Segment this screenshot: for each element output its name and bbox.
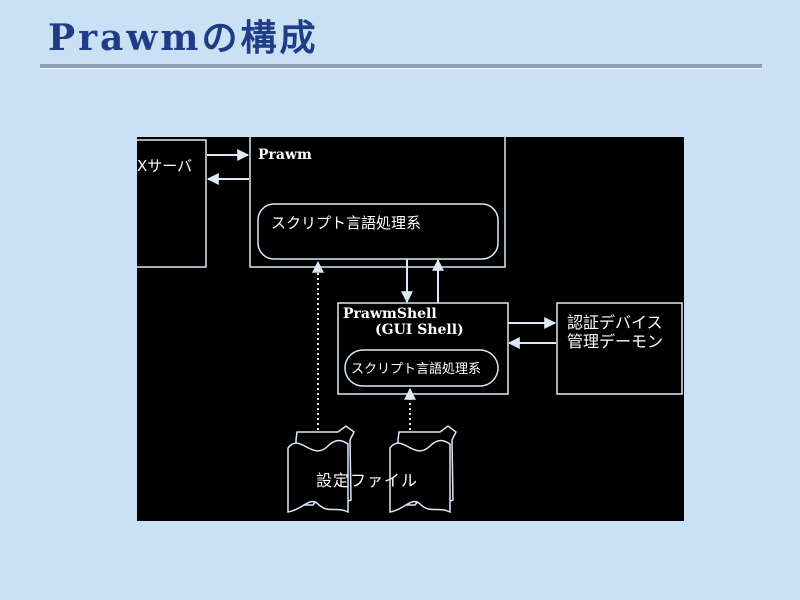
auth-daemon-label-line2: 管理デーモン xyxy=(567,332,663,351)
slide-title: Prawmの構成 xyxy=(48,17,319,59)
prawmshell-box: PrawmShell (GUI Shell) スクリプト言語処理系 xyxy=(337,302,509,395)
shell-sub-label: (GUI Shell) xyxy=(375,322,464,338)
prawm-label: Prawm xyxy=(258,147,312,163)
shell-script-label: スクリプト言語処理系 xyxy=(351,361,481,377)
config-file-icon xyxy=(389,425,457,514)
prawm-script-label: スクリプト言語処理系 xyxy=(271,214,421,232)
auth-daemon-label-line1: 認証デバイス xyxy=(567,313,663,332)
x-server-label: Xサーバ xyxy=(137,157,192,175)
prawm-script-processor xyxy=(257,203,499,260)
x-server-box: Xサーバ xyxy=(137,139,207,268)
title-underline xyxy=(40,64,762,69)
shell-name-label: PrawmShell xyxy=(343,306,437,322)
shell-script-processor xyxy=(344,349,499,387)
auth-daemon-box: 認証デバイス 管理デーモン xyxy=(556,302,683,395)
prawm-box: Prawm スクリプト言語処理系 xyxy=(249,137,506,268)
config-file-icon xyxy=(287,425,355,514)
config-file-label: 設定ファイル xyxy=(316,471,418,490)
